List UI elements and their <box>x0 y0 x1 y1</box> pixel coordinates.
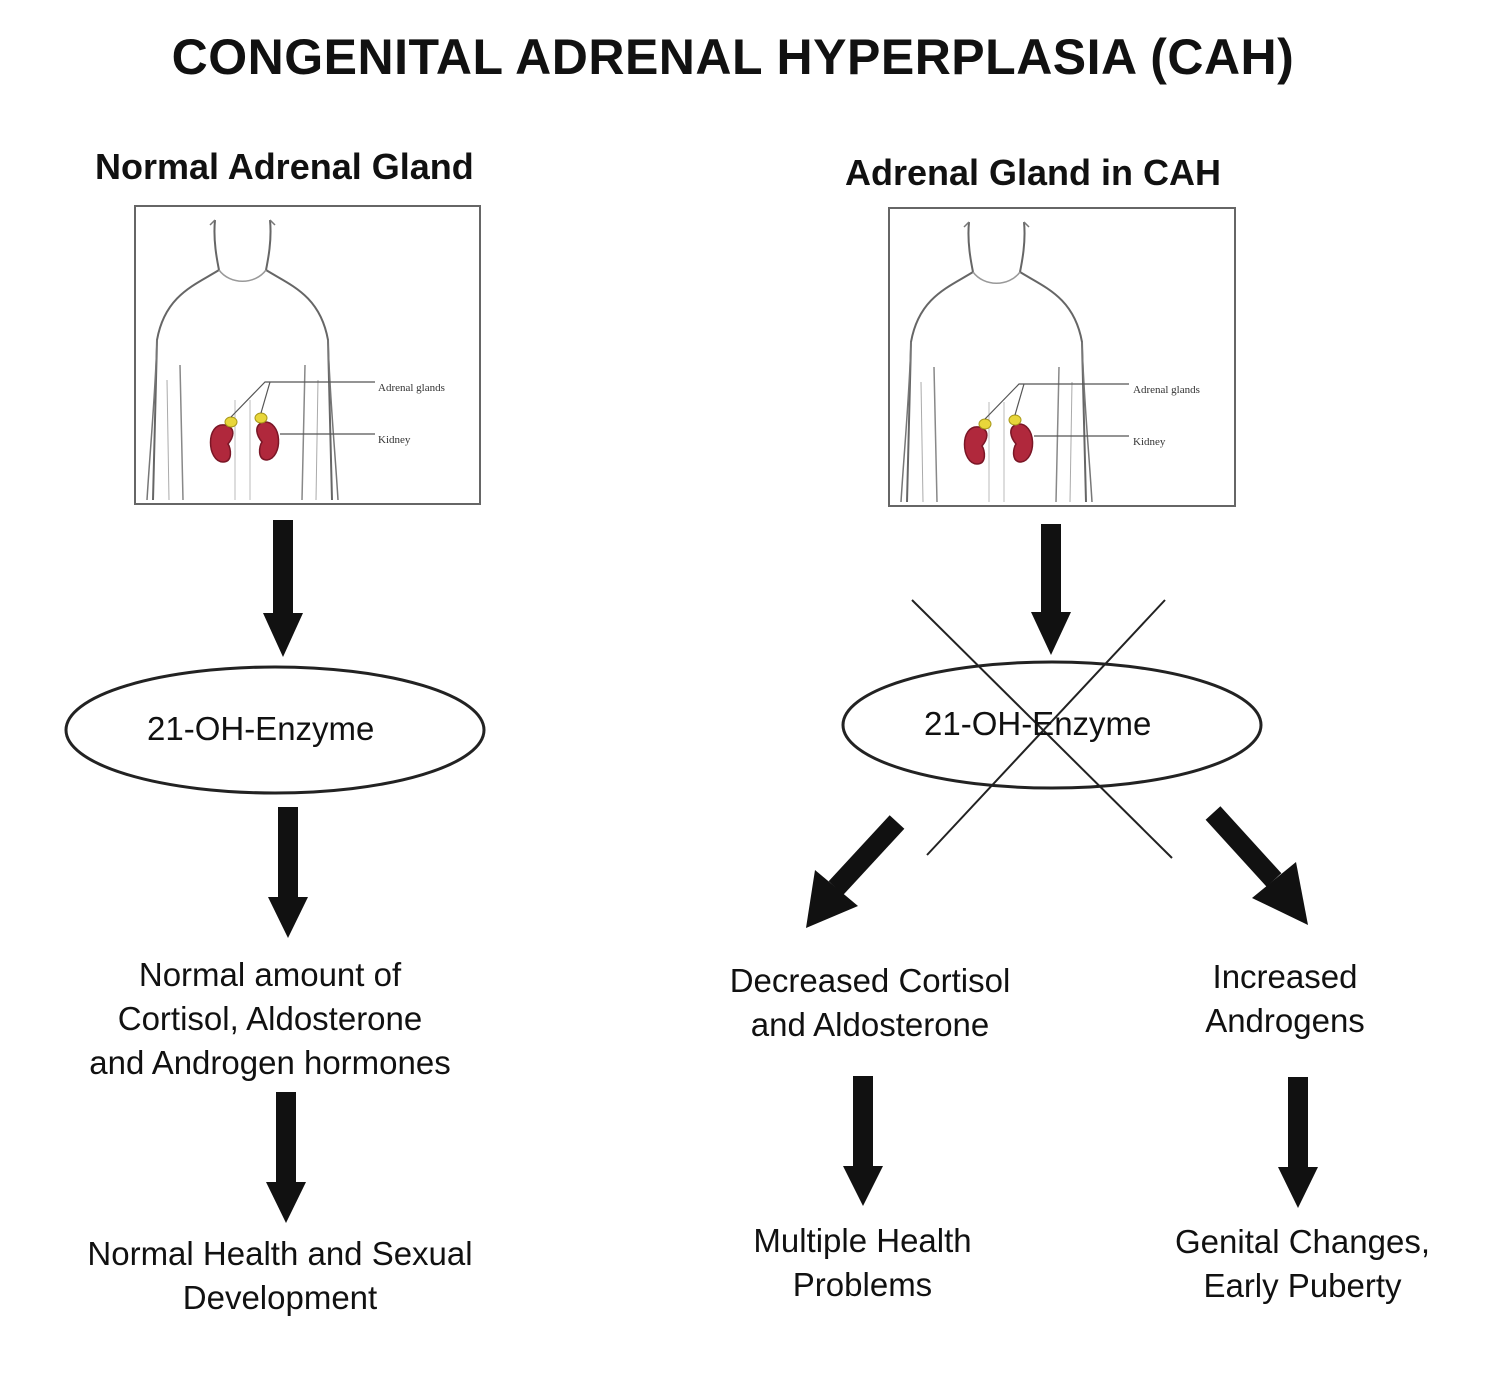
enzyme-label-cah: 21-OH-Enzyme <box>924 705 1152 742</box>
genital-changes-outcome: Genital Changes, Early Puberty <box>1175 1223 1430 1304</box>
arrow-gland-to-enzyme-cah <box>1031 524 1071 655</box>
arrow-result-to-outcome-normal <box>266 1092 306 1223</box>
arrow-increased-to-genital <box>1278 1077 1318 1208</box>
blocked-cross-mark <box>911 599 1173 859</box>
cah-gland-heading: Adrenal Gland in CAH <box>845 152 1222 193</box>
diagram-title: CONGENITAL ADRENAL HYPERPLASIA (CAH) <box>171 29 1295 85</box>
enzyme-label-normal: 21-OH-Enzyme <box>147 710 375 747</box>
decreased-hormones-result: Decreased Cortisol and Aldosterone <box>729 962 1011 1043</box>
enzyme-ellipse-cah <box>841 660 1263 790</box>
cah-gland-illustration: Adrenal glands Kidney <box>888 207 1236 507</box>
arrow-gland-to-enzyme-normal <box>263 520 303 657</box>
arrow-decreased-to-problems <box>843 1076 883 1206</box>
arrow-enzyme-to-result-normal <box>268 807 308 938</box>
normal-hormone-result: Normal amount of Cortisol, Aldosterone a… <box>89 956 451 1081</box>
normal-gland-illustration: Adrenal glands Kidney <box>134 205 481 505</box>
normal-outcome: Normal Health and Sexual Development <box>87 1235 473 1316</box>
multiple-health-problems-outcome: Multiple Health Problems <box>753 1222 972 1303</box>
increased-androgens-result: Increased Androgens <box>1205 958 1365 1039</box>
kidney-label: Kidney <box>378 434 411 446</box>
adrenal-glands-label: Adrenal glands <box>378 382 445 394</box>
arrow-enzyme-to-decreased <box>806 815 905 928</box>
kidney-label: Kidney <box>1133 436 1166 448</box>
enzyme-ellipse-normal <box>64 665 486 795</box>
arrow-enzyme-to-increased <box>1205 806 1308 925</box>
adrenal-glands-label: Adrenal glands <box>1133 384 1200 396</box>
normal-gland-heading: Normal Adrenal Gland <box>95 146 474 187</box>
